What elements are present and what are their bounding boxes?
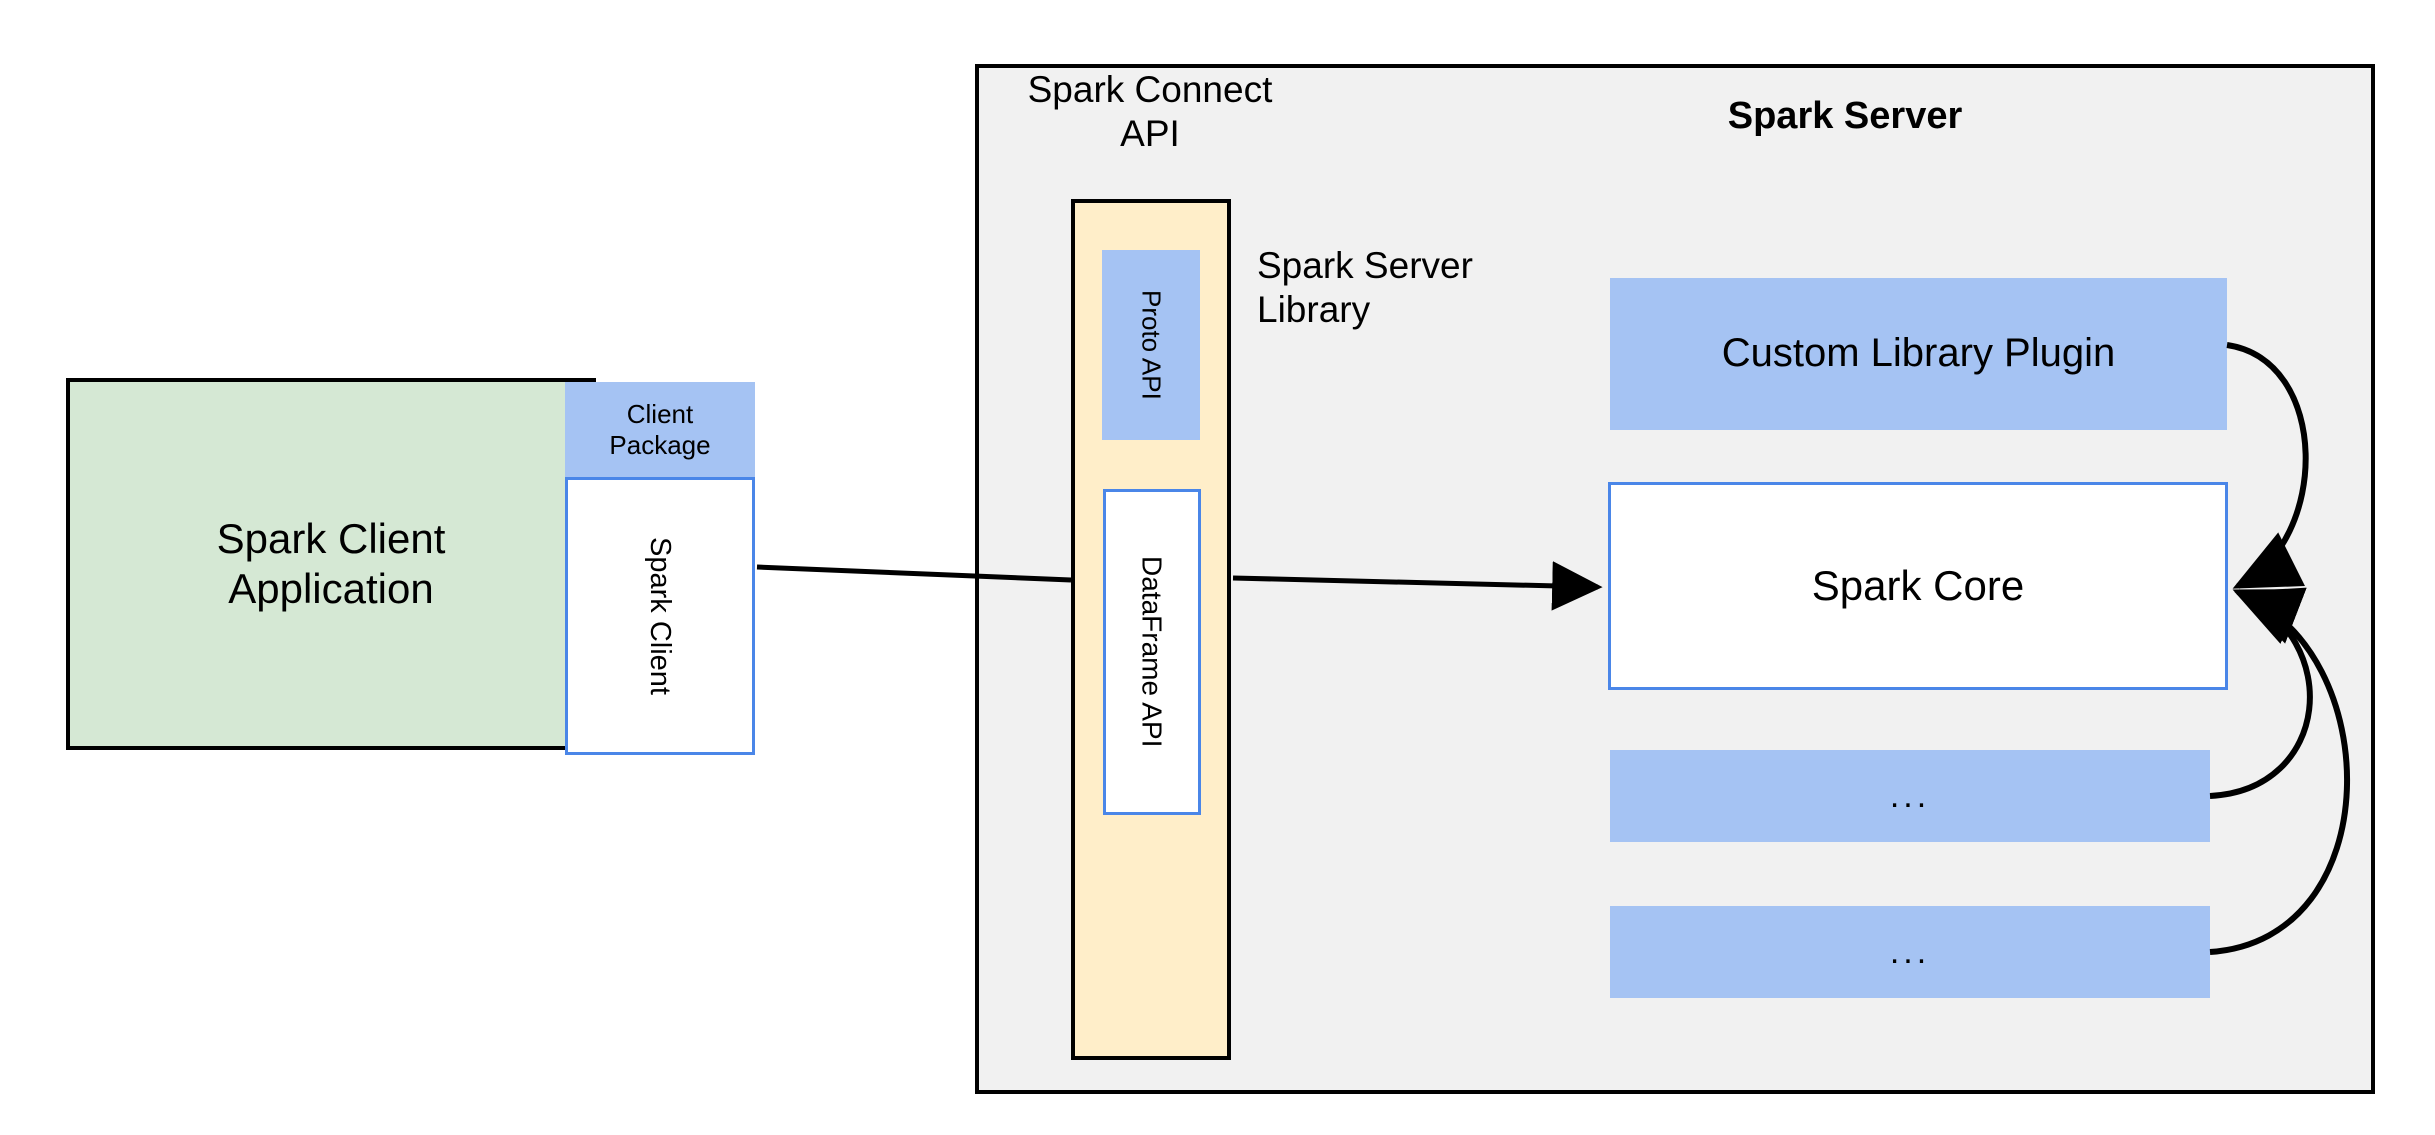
connector-plugin-to-spark-core bbox=[2226, 342, 2309, 589]
ellipsis-box-1-label: ... bbox=[1889, 776, 1931, 815]
spark-client-label: Spark Client bbox=[644, 537, 677, 695]
spark-core-box[interactable]: Spark Core bbox=[1608, 482, 2228, 690]
ellipsis-box-2[interactable]: ... bbox=[1610, 906, 2210, 998]
custom-library-plugin-label: Custom Library Plugin bbox=[1721, 331, 2116, 376]
connector-ellipsis1-to-spark-core bbox=[2209, 589, 2313, 799]
spark-client-application-box[interactable]: Spark Client Application bbox=[66, 378, 596, 750]
connector-ellipsis2-to-spark-core bbox=[2209, 587, 2350, 955]
proto-api-box[interactable]: Proto API bbox=[1102, 250, 1200, 440]
spark-connect-api-label: Spark Connect API bbox=[1027, 69, 1273, 155]
connector-connect-api-to-spark-core bbox=[1232, 561, 1603, 611]
dataframe-api-label: DataFrame API bbox=[1136, 556, 1168, 748]
spark-server-title: Spark Server bbox=[1727, 95, 1963, 137]
spark-server-library-label: Spark Server Library bbox=[1257, 245, 1473, 331]
client-package-box[interactable]: Client Package bbox=[565, 382, 755, 477]
dataframe-api-box[interactable]: DataFrame API bbox=[1103, 489, 1201, 815]
spark-client-box[interactable]: Spark Client bbox=[565, 477, 755, 755]
custom-library-plugin-box[interactable]: Custom Library Plugin bbox=[1610, 278, 2227, 430]
spark-client-application-label: Spark Client Application bbox=[216, 515, 446, 612]
client-package-label: Client Package bbox=[609, 398, 711, 460]
spark-core-label: Spark Core bbox=[1811, 562, 2025, 610]
ellipsis-box-1[interactable]: ... bbox=[1610, 750, 2210, 842]
proto-api-label: Proto API bbox=[1136, 290, 1167, 400]
connector-client-to-connect-api bbox=[756, 564, 1072, 583]
ellipsis-box-2-label: ... bbox=[1889, 932, 1931, 971]
